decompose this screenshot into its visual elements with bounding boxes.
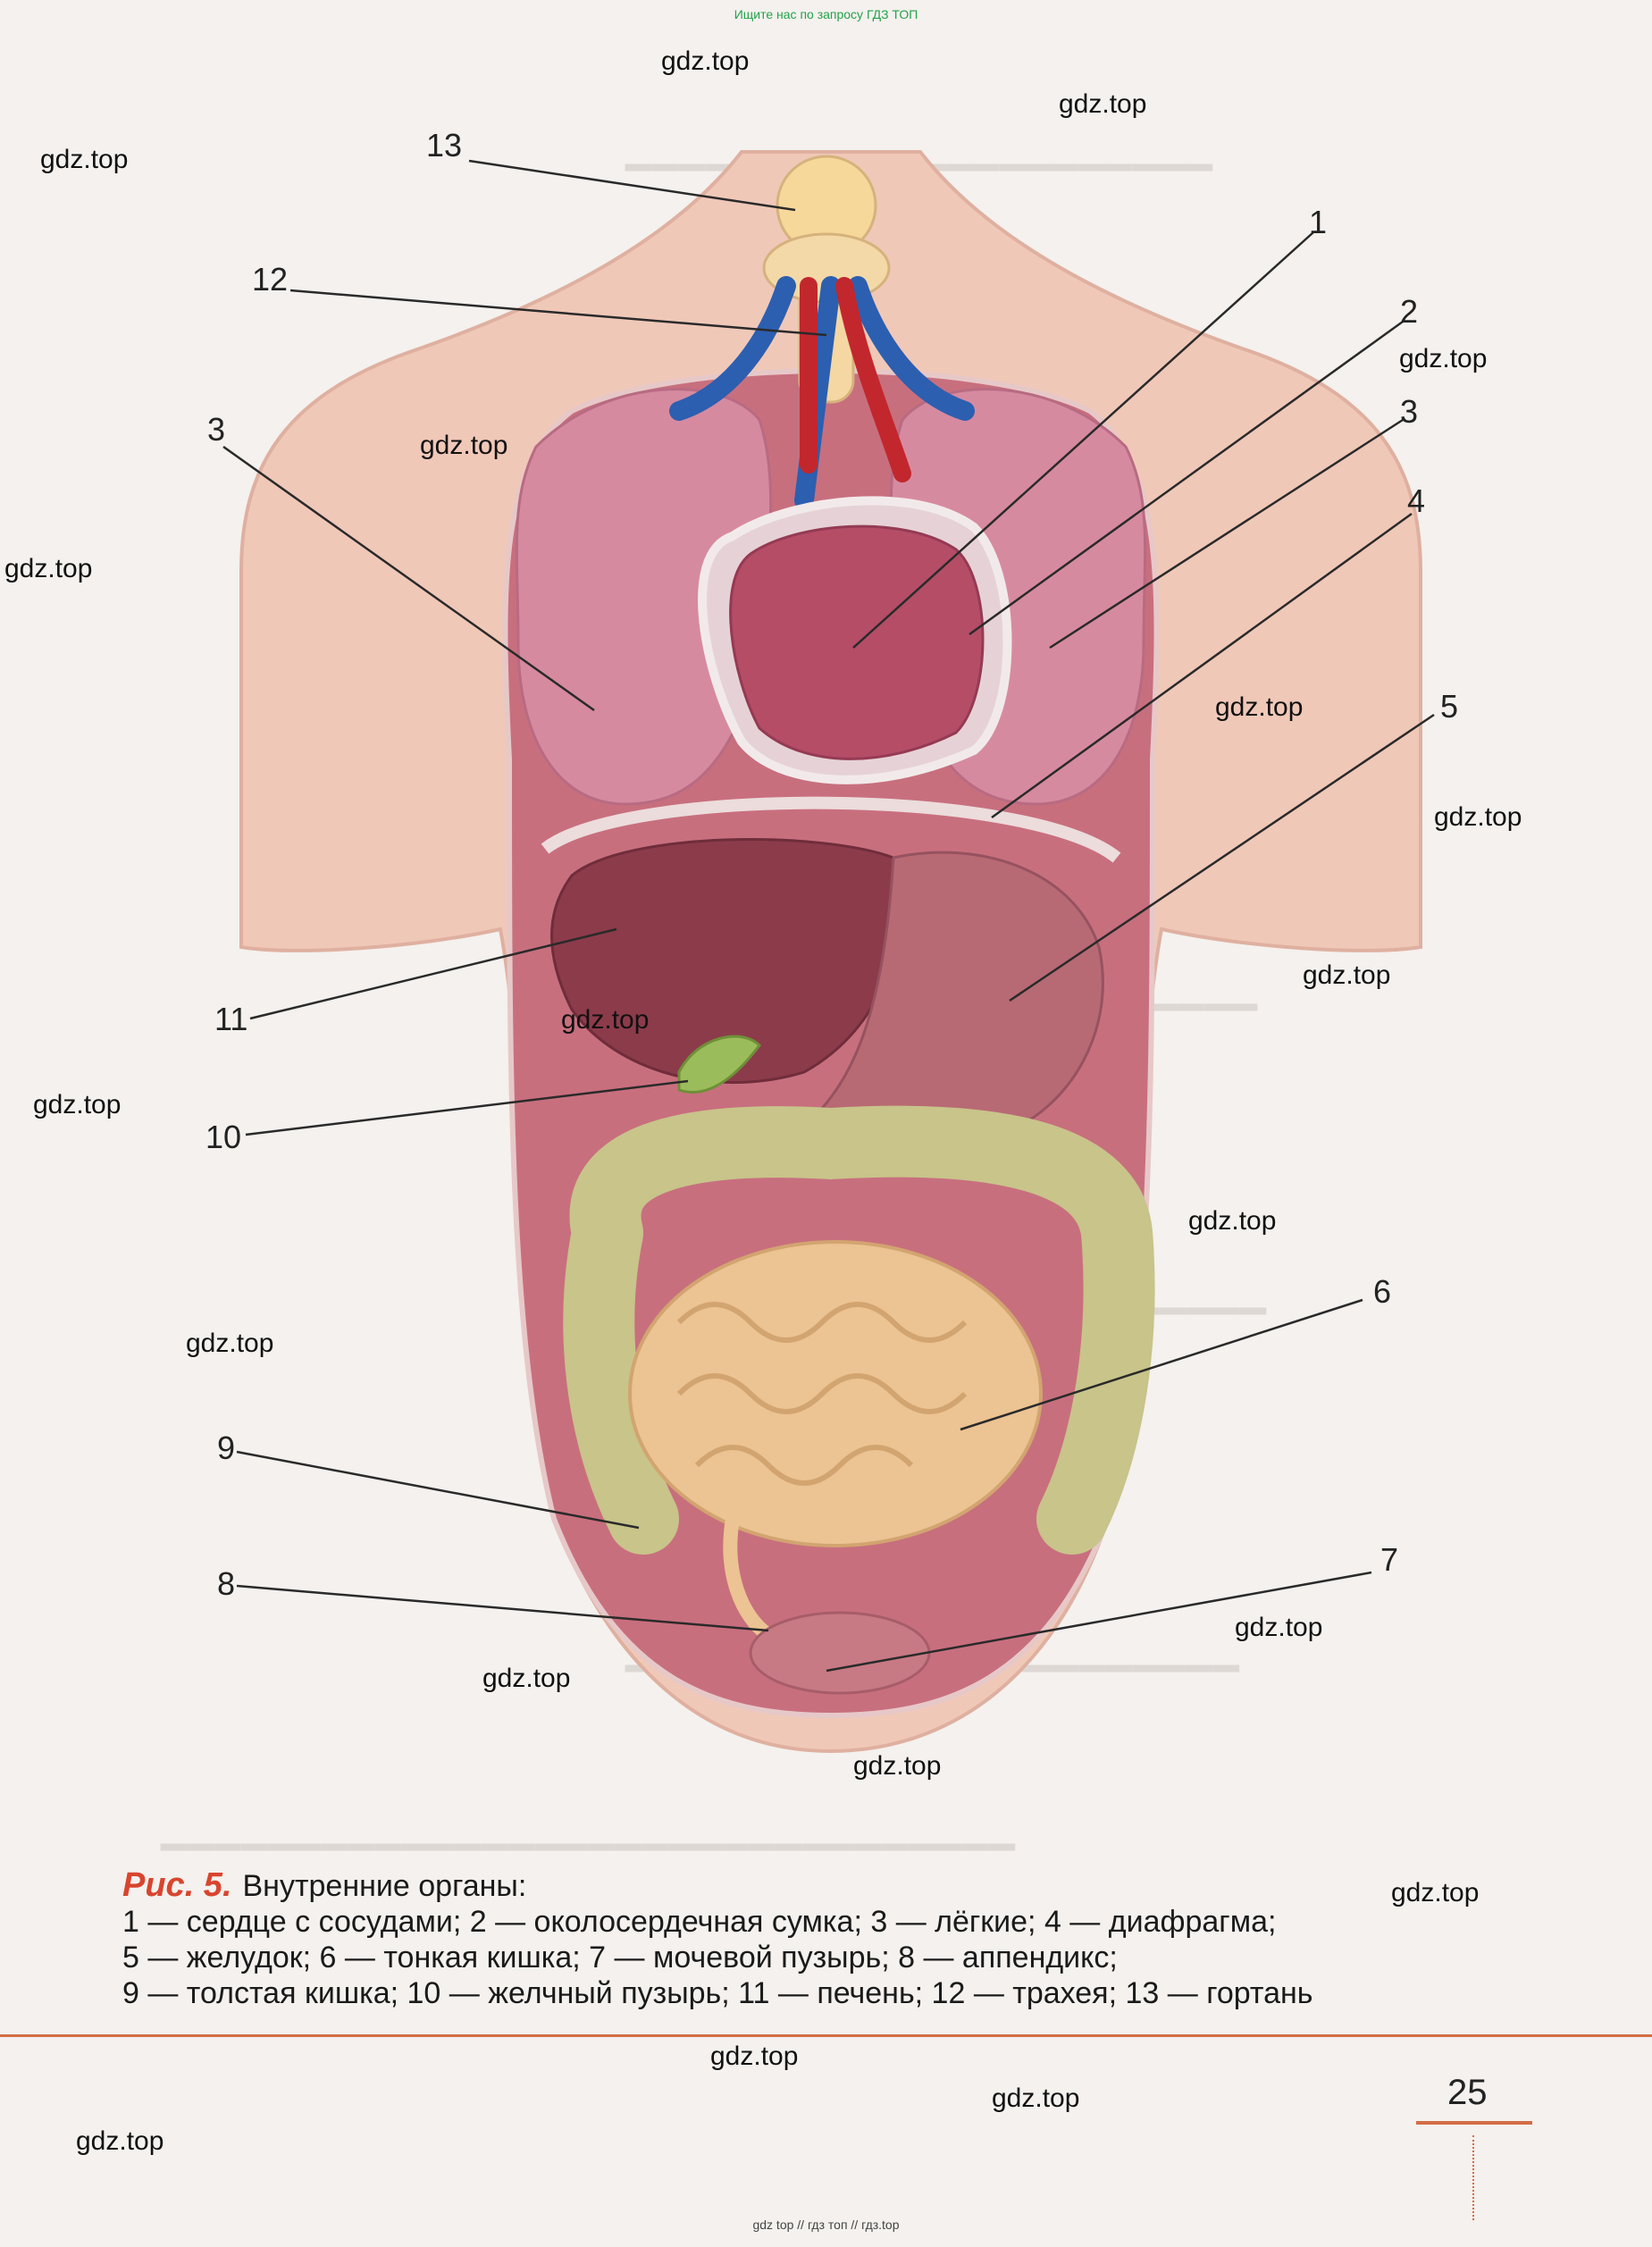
leader-2: [969, 320, 1404, 636]
caption-figure-label: Рис. 5.: [122, 1866, 232, 1904]
bladder-shape: [749, 1611, 931, 1695]
label-3-left: 3: [207, 411, 226, 448]
anatomy-figure: [222, 150, 1435, 1754]
watermark: gdz.top: [710, 2042, 799, 2071]
watermark: gdz.top: [186, 1329, 274, 1358]
label-3-right: 3: [1400, 393, 1419, 430]
label-5: 5: [1440, 688, 1459, 725]
watermark: gdz.top: [33, 1090, 122, 1119]
watermark: gdz.top: [4, 554, 93, 583]
caption-line: 1 — сердце с сосудами; 2 — околосердечна…: [122, 1905, 1277, 1939]
watermark: gdz.top: [992, 2084, 1080, 2113]
caption-heading: Рис. 5. Внутренние органы:: [122, 1867, 1588, 1904]
label-9: 9: [217, 1430, 236, 1466]
caption-line: 5 — желудок; 6 — тонкая кишка; 7 — мочев…: [122, 1941, 1118, 1975]
appendix-shape: [723, 1512, 776, 1642]
label-13: 13: [426, 127, 463, 163]
artery-vessels: [800, 277, 911, 482]
diaphragm-line: [541, 796, 1121, 863]
leader-lines: [222, 159, 1435, 1673]
leader-10: [245, 1079, 689, 1136]
label-1: 1: [1309, 204, 1328, 240]
leader-13: [468, 159, 796, 212]
page-number: 25: [1447, 2073, 1488, 2112]
colon-shape: [563, 1105, 1155, 1555]
watermark: gdz.top: [1059, 89, 1147, 119]
leader-6: [960, 1298, 1363, 1431]
watermark: gdz.top: [420, 431, 508, 460]
watermark: gdz.top: [1434, 802, 1522, 832]
watermark: gdz.top: [76, 2126, 164, 2156]
caption-title: Внутренние органы:: [242, 1869, 527, 1903]
label-12: 12: [252, 261, 289, 298]
watermark: gdz.top: [1235, 1613, 1323, 1642]
caption-divider: [0, 2034, 1652, 2037]
caption-line: 9 — толстая кишка; 10 — желчный пузырь; …: [122, 1976, 1313, 2010]
figure-caption: Рис. 5. Внутренние органы: 1 — сердце с с…: [122, 1867, 1588, 2011]
watermark: gdz.top: [853, 1751, 942, 1781]
watermark: gdz.top: [1303, 960, 1391, 990]
heart-shape: [729, 524, 985, 760]
leader-12: [289, 289, 827, 337]
page-number-tick: [1472, 2135, 1474, 2220]
leader-4: [991, 512, 1413, 819]
watermark: gdz.top: [40, 145, 129, 174]
gallbladder-shape: [677, 1035, 761, 1094]
watermark: gdz.top: [1399, 344, 1488, 373]
leader-8: [236, 1584, 769, 1632]
leader-1: [852, 231, 1314, 649]
label-7: 7: [1380, 1541, 1399, 1578]
label-11: 11: [214, 1001, 248, 1037]
leader-11: [249, 927, 617, 1020]
leader-5: [1009, 713, 1435, 1002]
label-6: 6: [1373, 1273, 1392, 1310]
label-4: 4: [1407, 482, 1426, 519]
label-2: 2: [1400, 293, 1419, 330]
leader-3-right: [1049, 418, 1404, 650]
watermark: gdz.top: [1215, 692, 1304, 722]
watermark: gdz.top: [661, 46, 750, 76]
leader-3-left: [222, 445, 595, 712]
leader-7: [826, 1571, 1372, 1673]
label-8: 8: [217, 1565, 236, 1602]
watermark: gdz.top: [482, 1664, 571, 1693]
page-number-rule: [1416, 2121, 1532, 2125]
leader-9: [236, 1450, 640, 1530]
liver-shape: [550, 838, 901, 1085]
watermark: gdz.top: [561, 1005, 650, 1035]
watermark: gdz.top: [1188, 1206, 1277, 1236]
small-intestine-loops: [676, 1302, 968, 1486]
bottom-banner: gdz top // гдз топ // гдз.top: [752, 2218, 900, 2232]
small-intestine-shape: [628, 1240, 1043, 1547]
label-10: 10: [205, 1119, 242, 1155]
watermark: gdz.top: [1391, 1878, 1480, 1907]
top-banner: Ищите нас по запросу ГДЗ ТОП: [734, 7, 918, 21]
